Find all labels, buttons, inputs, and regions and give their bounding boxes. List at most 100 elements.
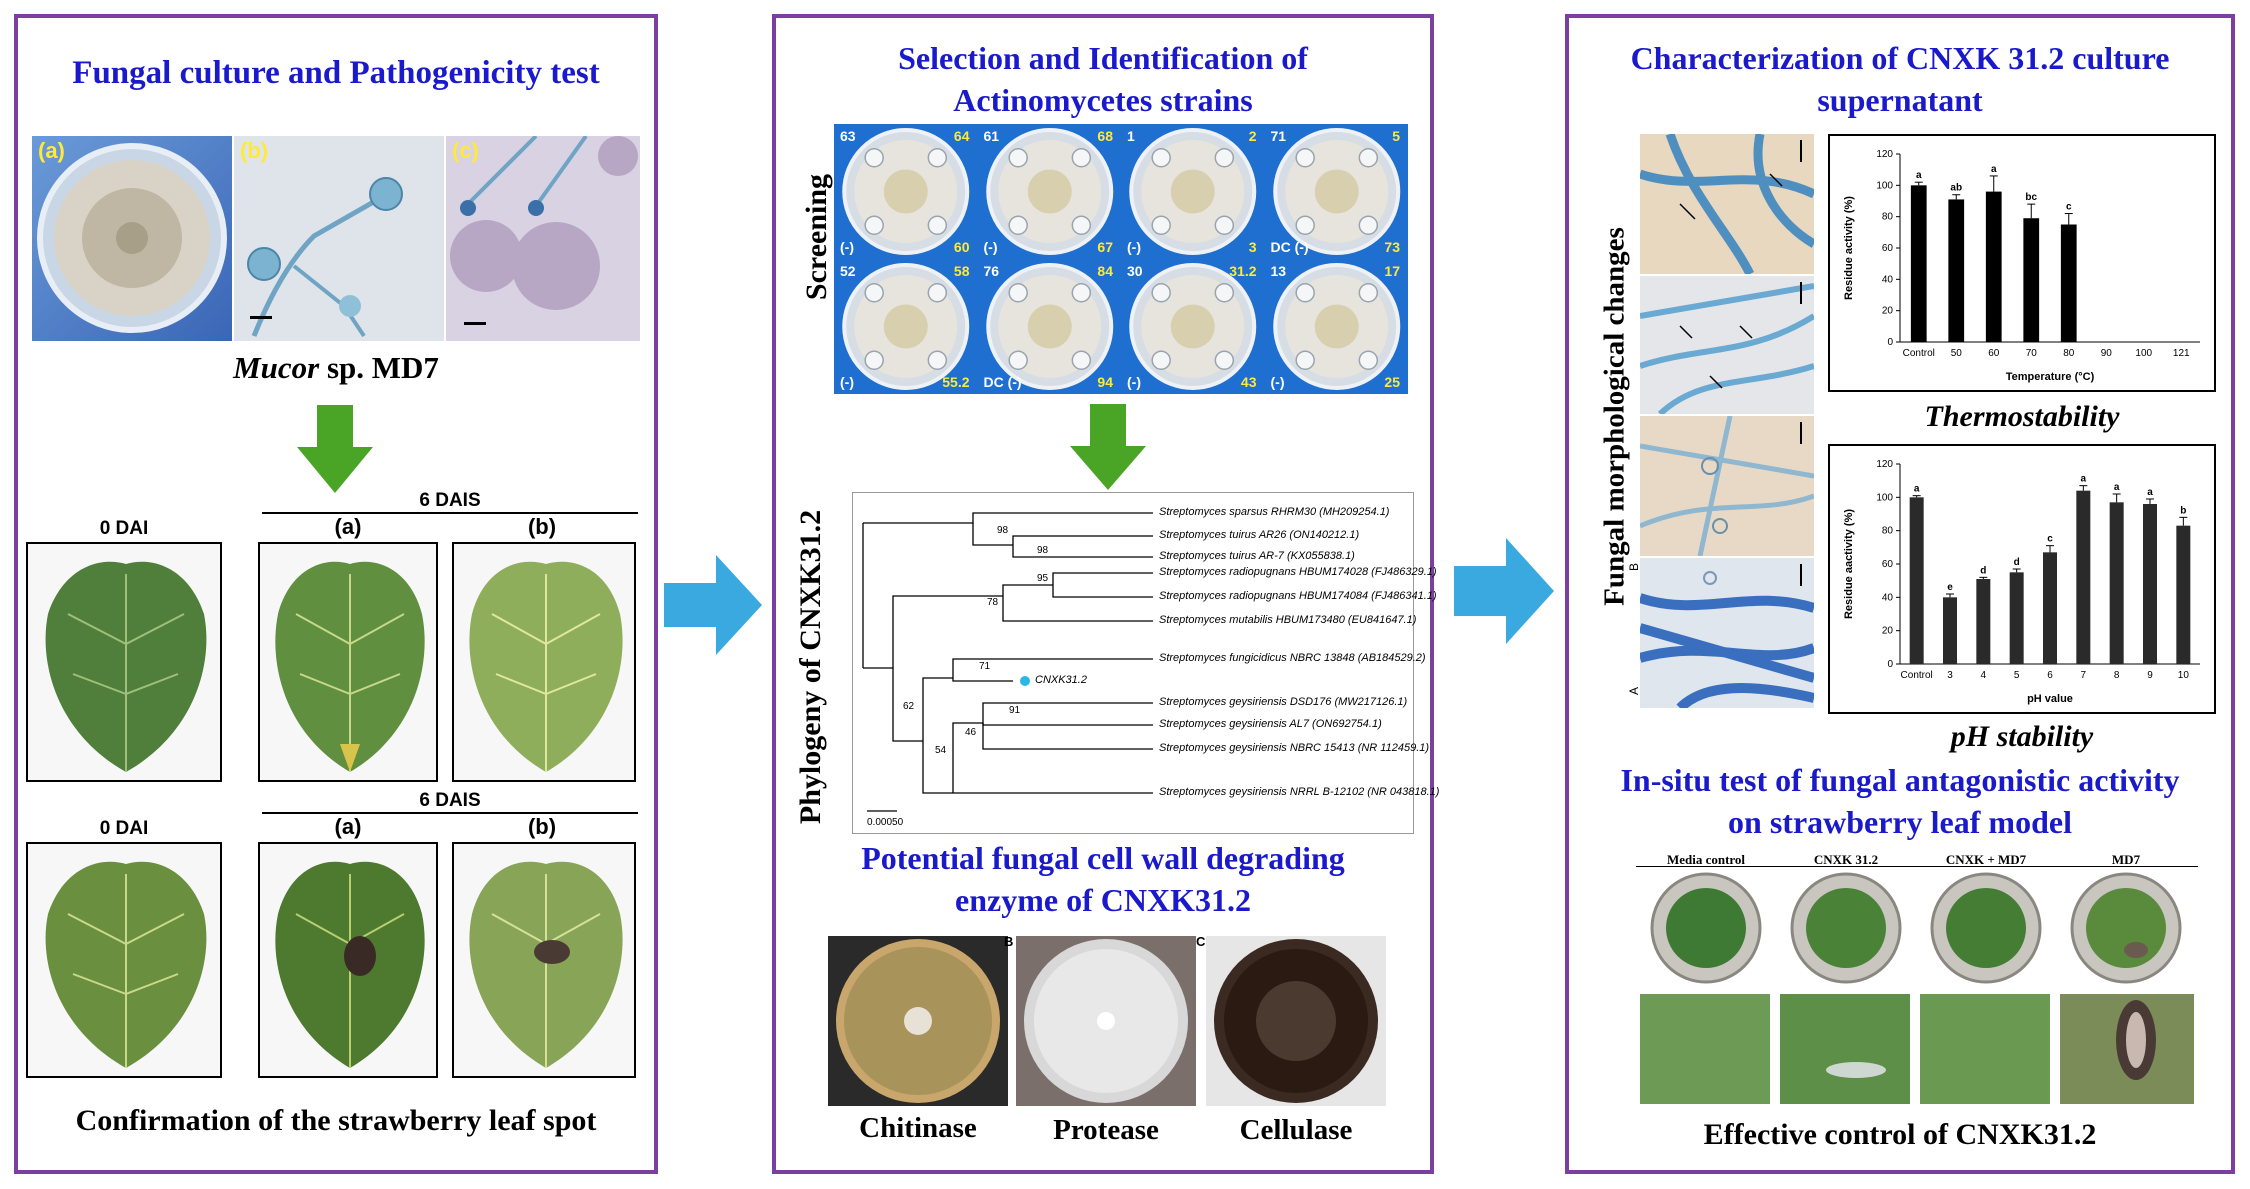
plate-label: 25 <box>1384 374 1400 390</box>
enzyme-title-line1: Potential fungal cell wall degrading <box>861 840 1345 876</box>
bar <box>1976 579 1991 664</box>
sporangium-micrograph-c: (c) <box>446 136 640 341</box>
plate-label: 94 <box>1097 374 1113 390</box>
photo-label-a: (a) <box>38 138 65 163</box>
y-tick-label: 0 <box>1887 659 1893 670</box>
plate-label: 67 <box>1097 239 1113 255</box>
panel3-title-line1: Characterization of CNXK 31.2 culture <box>1630 40 2170 76</box>
plate-label: (-) <box>840 239 854 255</box>
leaf-0dai-row1 <box>26 542 222 782</box>
morph-micrograph-4 <box>1640 558 1814 708</box>
col-b-row2: (b) <box>527 814 557 839</box>
tree-lines <box>862 512 1153 812</box>
bootstrap-value: 71 <box>979 661 991 672</box>
y-tick-label: 20 <box>1882 626 1894 637</box>
leaf-0dai-row2 <box>26 842 222 1078</box>
significance-letter: a <box>1916 170 1922 181</box>
plate-label: DC (-) <box>983 374 1022 390</box>
morph-micrograph-2 <box>1640 276 1814 414</box>
plate-label: (-) <box>840 374 854 390</box>
species-genus: Mucor <box>233 350 320 385</box>
x-tick-label: 121 <box>2173 348 2190 359</box>
x-tick-label: 70 <box>2026 348 2038 359</box>
bootstrap-value: 46 <box>965 727 977 738</box>
thermostability-caption-text: Thermostability <box>1924 400 2120 433</box>
x-tick-label: 4 <box>1981 670 1987 681</box>
significance-letter: a <box>2081 474 2087 485</box>
significance-letter: a <box>1914 484 1920 495</box>
tree-taxon: Streptomyces tuirus AR26 (ON140212.1) <box>1159 529 1360 541</box>
y-tick-label: 60 <box>1882 559 1894 570</box>
ph-stability-plot: 020406080100120Controla3e4d5d6c7a8a9a10b… <box>1843 459 2200 705</box>
plate-label: 71 <box>1270 128 1287 144</box>
bar <box>2060 224 2077 342</box>
x-tick-label: 100 <box>2135 348 2152 359</box>
significance-letter: b <box>2180 505 2186 516</box>
right-arrow-icon-2 <box>1454 538 1554 644</box>
significance-letter: bc <box>2025 192 2037 203</box>
x-tick-label: 60 <box>1988 348 2000 359</box>
significance-letter: d <box>2014 557 2020 568</box>
protease-plate <box>1016 936 1196 1106</box>
panel1-title: Fungal culture and Pathogenicity test <box>72 55 600 91</box>
tree-taxon: Streptomyces sparsus RHRM30 (MH209254.1) <box>1159 506 1390 518</box>
tree-taxon-target: CNXK31.2 <box>1035 674 1087 686</box>
bar <box>2176 525 2191 664</box>
enzyme-panel-letter-c: C <box>1196 934 1206 949</box>
down-arrow-icon-2 <box>1070 404 1146 490</box>
bar <box>2043 552 2057 664</box>
tree-taxon: Streptomyces radiopugnans HBUM174028 (FJ… <box>1159 566 1437 578</box>
x-tick-label: 5 <box>2014 670 2020 681</box>
tree-taxon: Streptomyces geysiriensis NBRC 15413 (NR… <box>1159 742 1430 754</box>
x-tick-label: 6 <box>2047 670 2053 681</box>
cellulase-plate <box>1206 936 1386 1106</box>
bar <box>2023 218 2040 342</box>
plate-label: (-) <box>1127 239 1141 255</box>
species-rest: sp. MD7 <box>319 350 439 385</box>
x-tick-label: Control <box>1903 348 1935 359</box>
tree-taxon: Streptomyces tuirus AR-7 (KX055838.1) <box>1159 550 1355 562</box>
plate-label: 3 <box>1248 239 1257 255</box>
species-name: Mucor sp. MD7 <box>24 350 648 386</box>
plate-label: 1 <box>1127 128 1135 144</box>
tree-taxon: Streptomyces radiopugnans HBUM174084 (FJ… <box>1159 590 1437 602</box>
x-tick-label: 7 <box>2081 670 2087 681</box>
photo-label-c: (c) <box>452 138 479 163</box>
x-tick-label: 8 <box>2114 670 2120 681</box>
panel1-caption: Confirmation of the strawberry leaf spot <box>75 1104 597 1137</box>
y-axis-label: Residue activity (%) <box>1843 196 1855 300</box>
y-tick-label: 60 <box>1882 243 1894 254</box>
enzyme-title-line2: enzyme of CNXK31.2 <box>955 882 1251 918</box>
y-tick-label: 80 <box>1882 526 1894 537</box>
y-tick-label: 40 <box>1882 592 1894 603</box>
plate-label: 30 <box>1127 263 1143 279</box>
screening-plate: 1 2 (-) 3 <box>1121 124 1265 259</box>
x-tick-label: 90 <box>2101 348 2113 359</box>
significance-letter: e <box>1947 582 1953 593</box>
plate-label: 68 <box>1097 128 1113 144</box>
insitu-photos <box>1640 872 2194 1104</box>
tree-taxon: Streptomyces geysiriensis NRRL B-12102 (… <box>1159 786 1440 798</box>
insitu-col-label: CNXK + MD7 <box>1945 852 2027 867</box>
plate-label: DC (-) <box>1270 239 1309 255</box>
bar <box>2009 572 2024 664</box>
x-axis-label: pH value <box>2027 693 2073 705</box>
bar <box>1985 191 2002 342</box>
enzyme-label-chitinase: Chitinase <box>859 1112 977 1144</box>
plate-label: 55.2 <box>942 374 970 390</box>
y-tick-label: 40 <box>1882 274 1894 285</box>
panel2-title-line2: Actinomycetes strains <box>953 82 1253 118</box>
plate-label: 2 <box>1248 128 1257 144</box>
dais-line-row1 <box>262 512 638 514</box>
y-tick-label: 20 <box>1882 306 1894 317</box>
col-a-row2: (a) <box>334 814 362 839</box>
photo-label-b: (b) <box>240 138 269 163</box>
bootstrap-value: 95 <box>1037 573 1049 584</box>
plate-label: 5 <box>1392 128 1400 144</box>
insitu-col-label: MD7 <box>2111 852 2141 867</box>
plate-label: 58 <box>953 263 970 279</box>
